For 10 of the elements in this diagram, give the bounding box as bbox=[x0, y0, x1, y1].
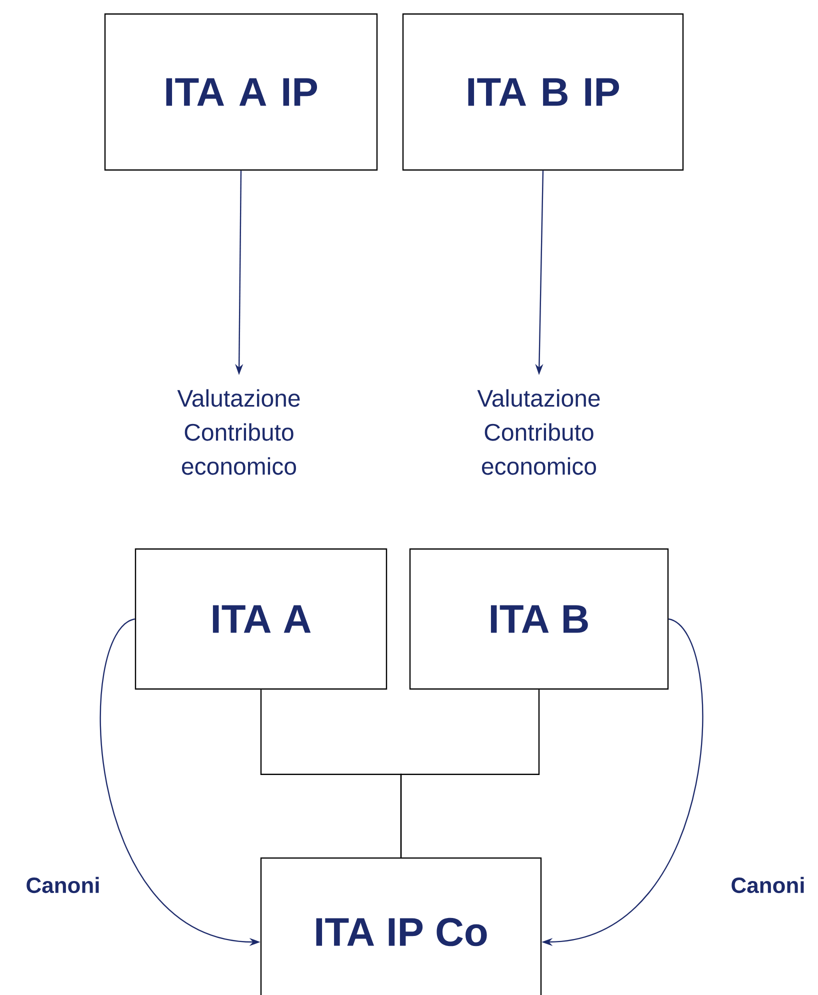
node-text: Valutazione Contributo economico bbox=[177, 389, 300, 475]
entity-box: ITA B IP bbox=[402, 13, 684, 171]
edge-label: Canoni bbox=[728, 874, 808, 896]
entity-box: ITA IP Co bbox=[260, 857, 542, 995]
connector-line bbox=[400, 690, 540, 858]
entity-box: ITA A IP bbox=[104, 13, 378, 171]
node-text: Valutazione Contributo economico bbox=[477, 389, 600, 475]
entity-box: ITA A bbox=[134, 548, 388, 690]
entity-box: ITA B bbox=[409, 548, 669, 690]
edge-label: Canoni bbox=[24, 874, 102, 896]
